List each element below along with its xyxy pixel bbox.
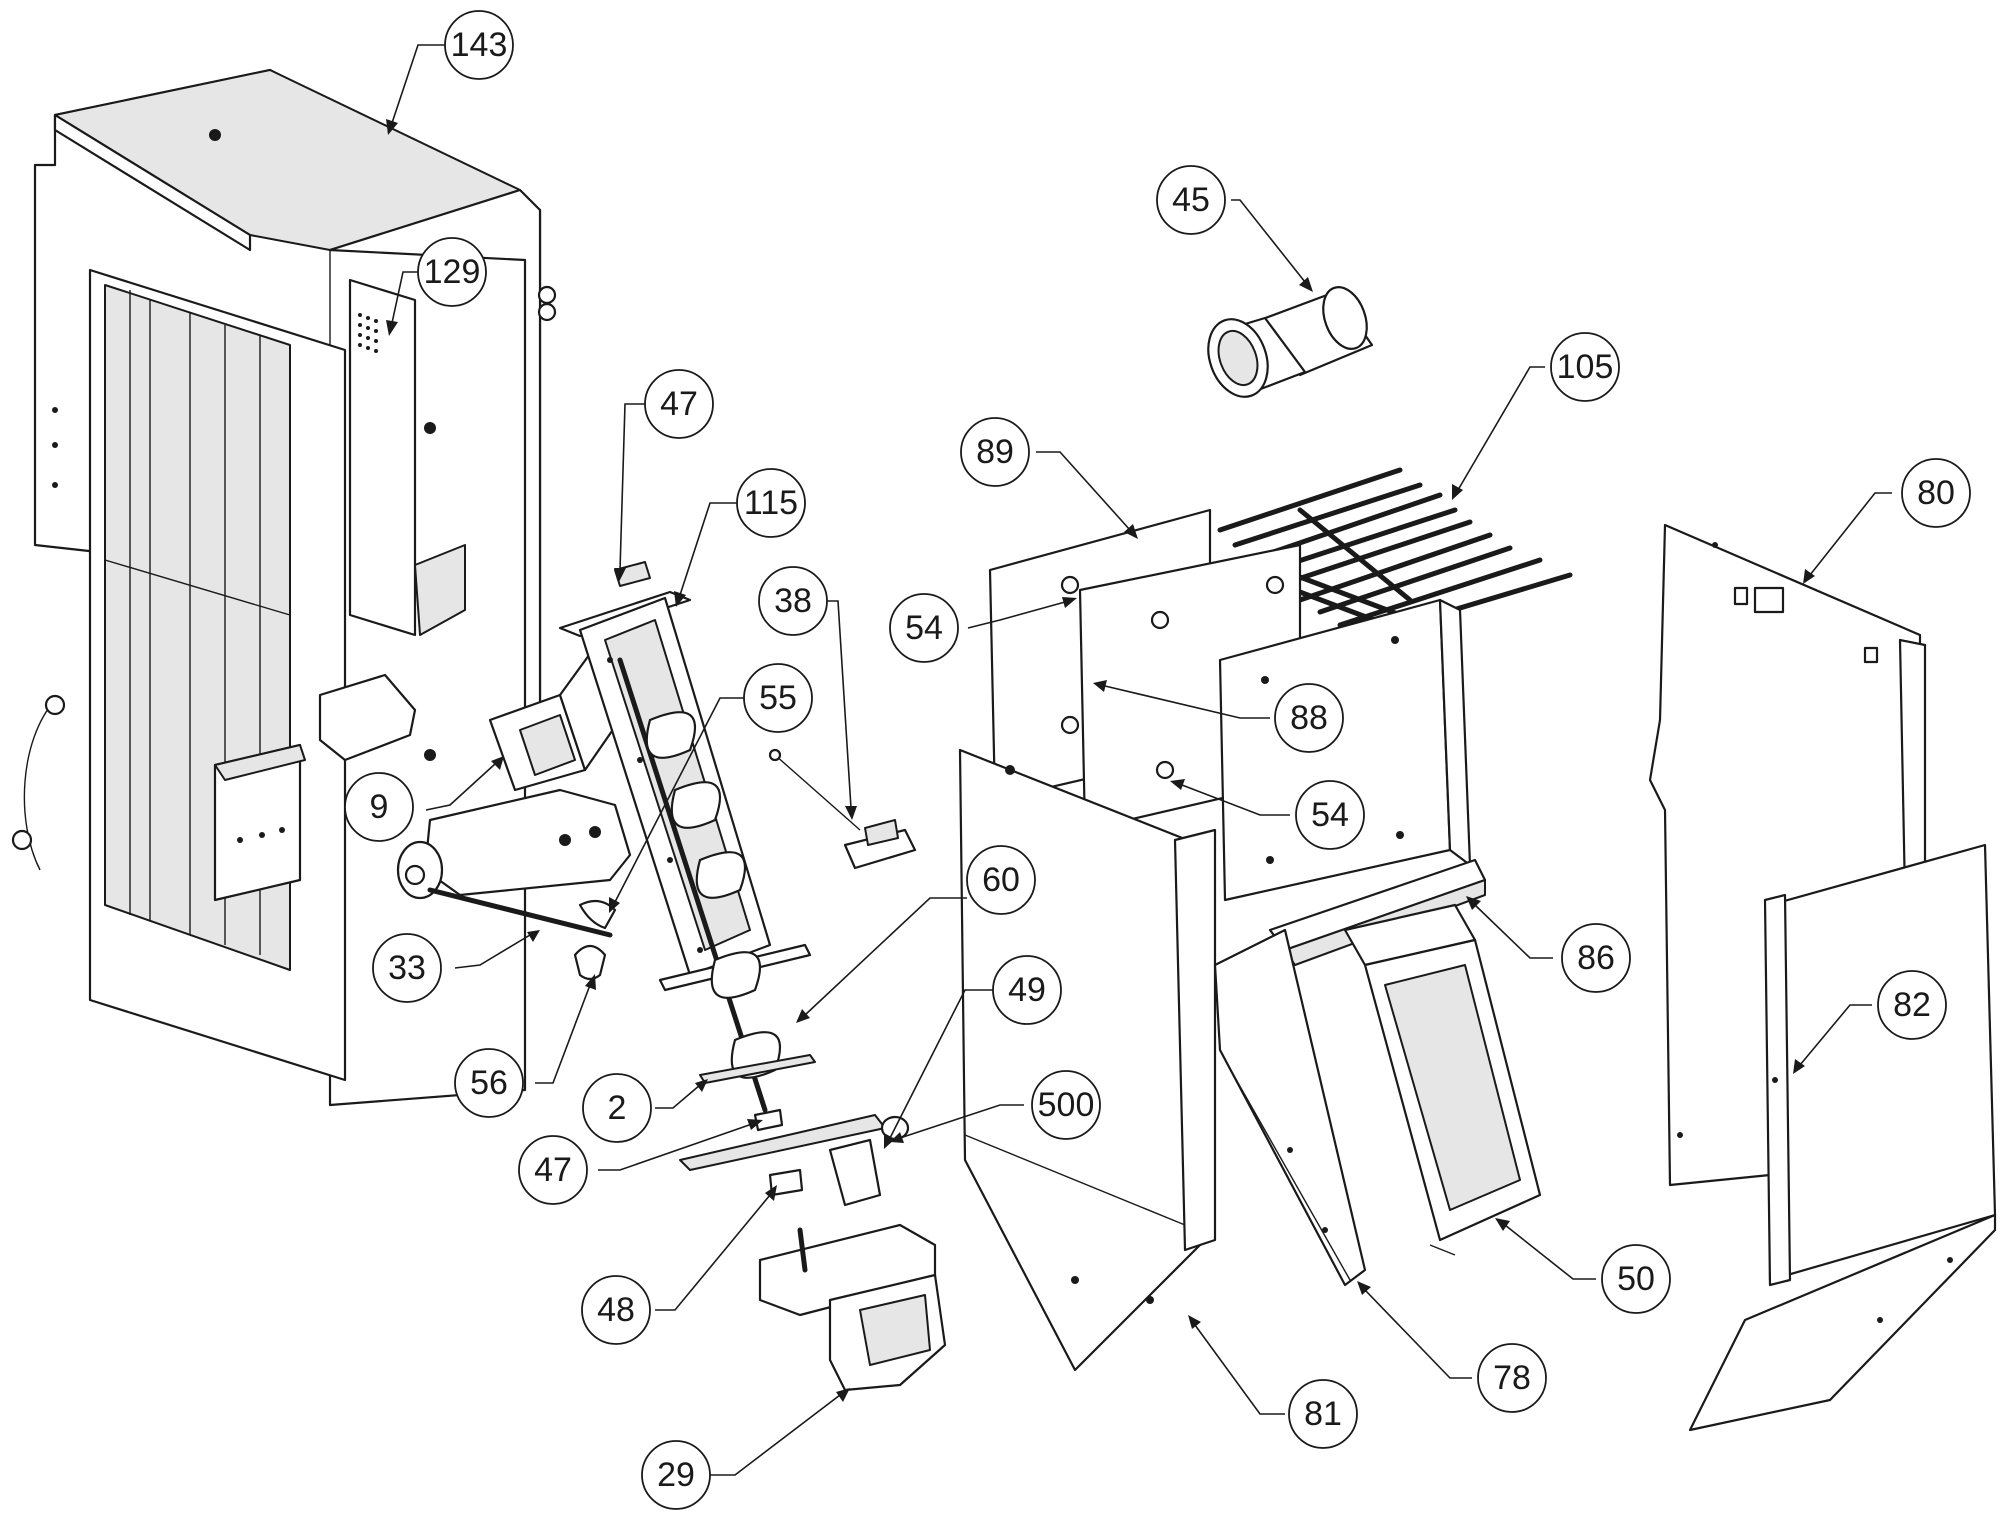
- callout-label: 60: [982, 861, 1020, 899]
- callout-9[interactable]: 9: [344, 772, 414, 842]
- leader-lines: [386, 44, 1892, 1476]
- part-48-coupler: [768, 1168, 804, 1197]
- part-129-control-panel: [348, 278, 466, 637]
- part-2-gasket: [699, 1054, 816, 1084]
- callout-label: 55: [759, 679, 797, 717]
- part-80-back-panel: [1648, 523, 1927, 1187]
- callout-88[interactable]: 88: [1274, 683, 1344, 753]
- callout-500[interactable]: 500: [1031, 1070, 1101, 1140]
- callout-86[interactable]: 86: [1561, 923, 1631, 993]
- callout-105[interactable]: 105: [1550, 332, 1620, 402]
- callout-label: 54: [905, 609, 943, 647]
- callout-label: 2: [608, 1089, 627, 1127]
- callout-label: 86: [1577, 939, 1615, 977]
- part-55-clip: [578, 899, 617, 930]
- callout-56[interactable]: 56: [454, 1048, 524, 1118]
- callout-29[interactable]: 29: [641, 1440, 711, 1510]
- callout-bubbles: 143 129 47 115 38 55 9 33 56 60 2 47 49 …: [344, 10, 1971, 1510]
- callout-label: 500: [1038, 1086, 1095, 1124]
- callout-2[interactable]: 2: [582, 1073, 652, 1143]
- callout-label: 88: [1290, 699, 1328, 737]
- callout-55[interactable]: 55: [743, 663, 813, 733]
- callout-label: 9: [370, 788, 389, 826]
- callout-81[interactable]: 81: [1288, 1379, 1358, 1449]
- callout-label: 82: [1893, 986, 1931, 1024]
- part-38-sensor: [768, 748, 917, 870]
- callout-47-bottom[interactable]: 47: [518, 1135, 588, 1205]
- callout-label: 129: [424, 253, 481, 291]
- part-82-right-side-panel: [1688, 843, 1997, 1432]
- callout-49[interactable]: 49: [992, 955, 1062, 1025]
- part-33-ignitor: [396, 788, 632, 938]
- part-81-left-side-panel: [958, 748, 1217, 1372]
- callout-label: 81: [1304, 1395, 1342, 1433]
- callout-label: 105: [1557, 348, 1614, 386]
- callout-115[interactable]: 115: [736, 468, 806, 538]
- part-78-inner-side-panel: [1213, 928, 1367, 1287]
- callout-label: 29: [657, 1456, 695, 1494]
- part-49-plate: [679, 1114, 886, 1207]
- callout-48[interactable]: 48: [581, 1275, 651, 1345]
- callout-89[interactable]: 89: [960, 417, 1030, 487]
- part-143-stove-body: [11, 68, 557, 1107]
- callout-38[interactable]: 38: [758, 566, 828, 636]
- callout-54-top[interactable]: 54: [889, 593, 959, 663]
- callout-label: 89: [976, 433, 1014, 471]
- vent-grille: [358, 313, 378, 353]
- callout-label: 54: [1311, 796, 1349, 834]
- callout-82[interactable]: 82: [1877, 970, 1947, 1040]
- part-56-clip: [573, 944, 607, 981]
- callout-47-top[interactable]: 47: [644, 369, 714, 439]
- part-29-motor: [758, 1223, 947, 1392]
- callout-60[interactable]: 60: [966, 845, 1036, 915]
- callout-33[interactable]: 33: [372, 933, 442, 1003]
- callout-label: 33: [388, 949, 426, 987]
- callout-143[interactable]: 143: [444, 10, 514, 80]
- callout-50[interactable]: 50: [1601, 1244, 1671, 1314]
- callout-54-bottom[interactable]: 54: [1295, 780, 1365, 850]
- callout-78[interactable]: 78: [1477, 1343, 1547, 1413]
- part-50-chute: [1343, 903, 1542, 1256]
- callout-label: 45: [1172, 181, 1210, 219]
- callout-label: 56: [470, 1064, 508, 1102]
- callout-label: 50: [1617, 1260, 1655, 1298]
- callout-label: 38: [774, 582, 812, 620]
- inner-baffle-panel: [1218, 598, 1472, 902]
- callout-label: 49: [1008, 971, 1046, 1009]
- callout-label: 80: [1917, 474, 1955, 512]
- callout-label: 47: [660, 385, 698, 423]
- callout-80[interactable]: 80: [1901, 458, 1971, 528]
- part-45-pipe: [1207, 286, 1374, 398]
- callout-label: 48: [597, 1291, 635, 1329]
- callout-label: 47: [534, 1151, 572, 1189]
- callout-label: 143: [451, 26, 508, 64]
- callout-label: 78: [1493, 1359, 1531, 1397]
- callout-45[interactable]: 45: [1156, 165, 1226, 235]
- callout-129[interactable]: 129: [417, 237, 487, 307]
- callout-label: 115: [744, 484, 798, 522]
